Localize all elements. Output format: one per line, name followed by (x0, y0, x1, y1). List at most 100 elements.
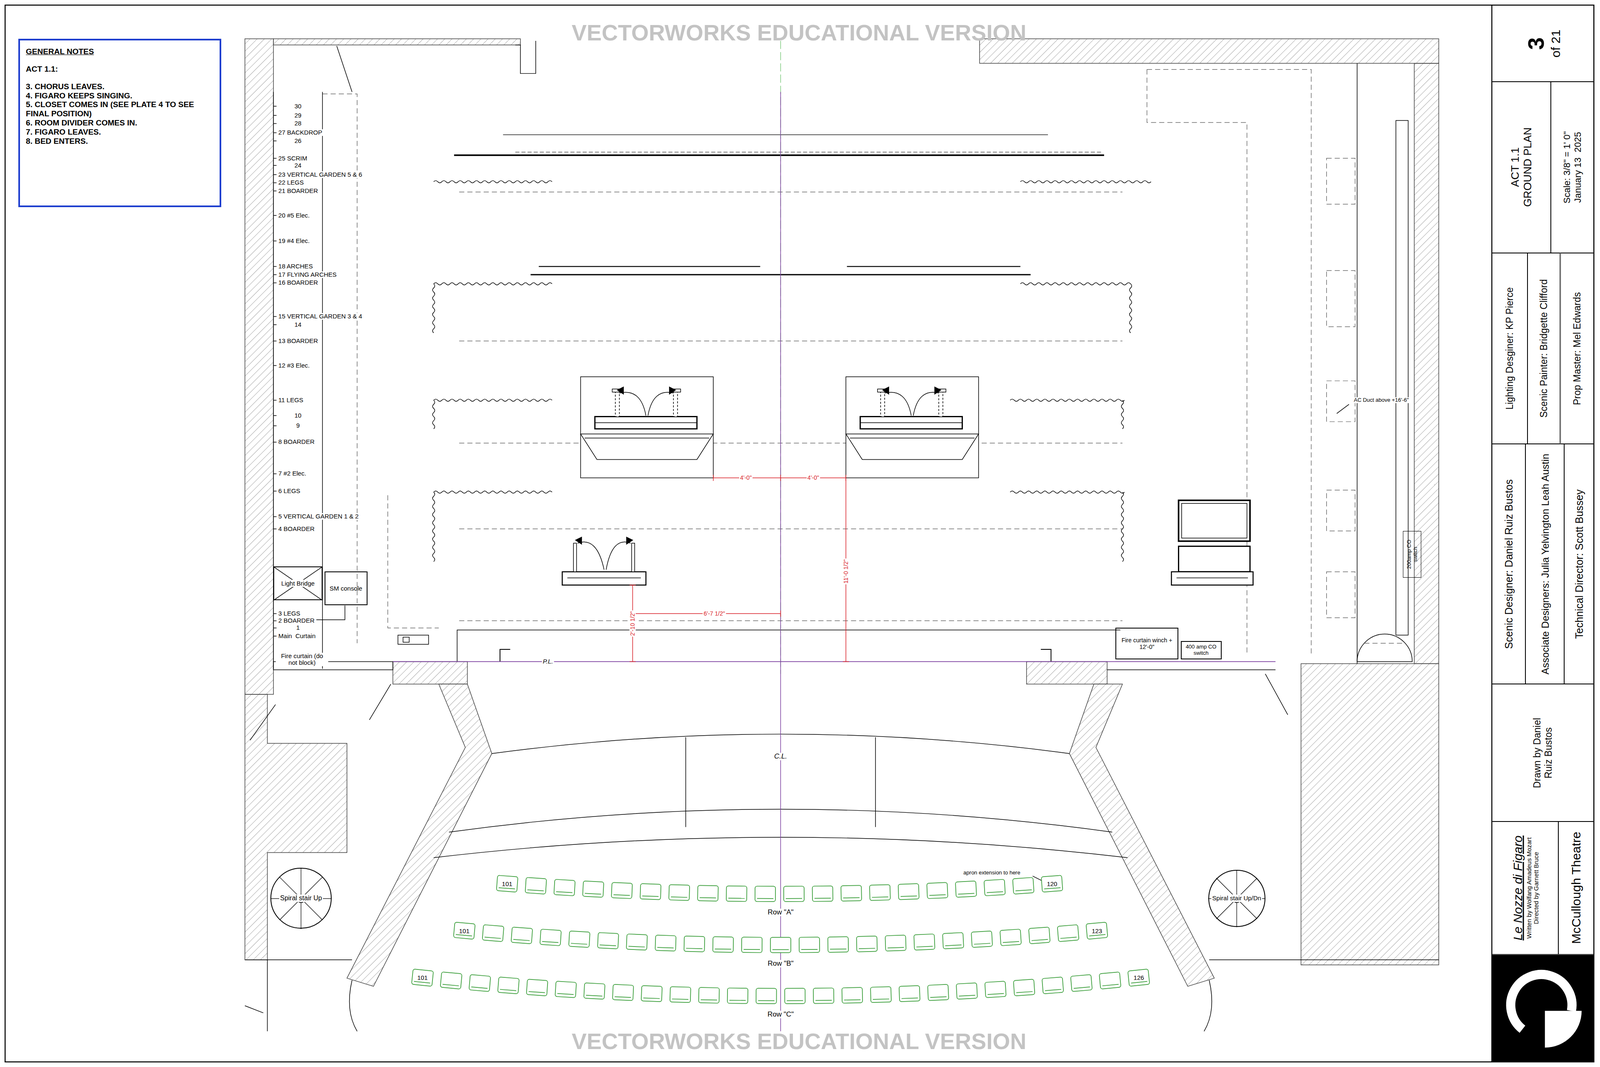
leg-curtain (432, 180, 1151, 562)
seating (1042, 976, 1064, 994)
lineset-label: 30 (293, 102, 303, 110)
seating (986, 891, 1003, 893)
wagon-unit (631, 542, 635, 572)
spiral-stair-treads (279, 876, 323, 920)
building-line (685, 737, 686, 828)
seating (556, 891, 573, 893)
seating (542, 941, 559, 943)
seating (697, 885, 719, 901)
row-label: Row "B" (766, 959, 795, 968)
dimension-line (712, 474, 714, 481)
sheet-number: of 21 (1548, 29, 1564, 58)
lineset-label: 6 LEGS (277, 487, 302, 495)
title-block-cell: ACT 1.1 GROUND PLAN (1491, 81, 1551, 253)
seating (956, 982, 978, 999)
title-block-cell: Scenic Painter: Bridgette Clifford (1527, 252, 1560, 444)
seating (712, 936, 734, 953)
seating (1089, 934, 1106, 936)
seating (783, 885, 805, 902)
lineset-tick (273, 316, 277, 317)
seating (971, 930, 993, 948)
seating (872, 998, 890, 1000)
seating (743, 948, 760, 950)
seating (657, 947, 674, 948)
seating (668, 884, 690, 900)
seating (1002, 941, 1020, 943)
seating (784, 987, 805, 1004)
apron-note: apron extension to here (962, 869, 1022, 876)
leg-curtain (1129, 283, 1132, 333)
seating (1000, 928, 1022, 946)
seating (511, 926, 533, 944)
seating (613, 894, 630, 896)
seating (585, 995, 603, 996)
seating (611, 882, 633, 899)
lineset-label: 16 BOARDER (277, 279, 319, 287)
seating (729, 999, 746, 1001)
seating (455, 934, 473, 936)
seating (756, 987, 777, 1004)
box-label: SM console (329, 584, 363, 592)
seating (930, 996, 947, 998)
center-line (780, 91, 781, 1031)
wagon-unit (1178, 546, 1250, 572)
seating (887, 947, 904, 948)
wagon-unit (562, 571, 646, 585)
seat-number: 123 (1090, 927, 1103, 935)
seating (1060, 936, 1077, 938)
soft-goods (847, 265, 1021, 267)
seating (614, 996, 631, 998)
wall (245, 38, 274, 695)
center-line (392, 661, 1276, 663)
seat-number: 101 (458, 927, 471, 935)
seating (815, 999, 832, 1001)
show-title: Written by Wolfang Amadeus Mozart (1525, 837, 1533, 939)
closet-unit (584, 437, 710, 438)
seating (1070, 974, 1093, 992)
seating (670, 986, 691, 1003)
leg-curtain (1010, 399, 1125, 402)
building-line (245, 40, 1439, 1031)
title-block-cell: Le Nozze di FigaroWritten by Wolfang Ama… (1491, 821, 1558, 954)
seating (597, 932, 619, 949)
soft-goods (502, 134, 1048, 135)
rotated-text-frame: 200amp CO switch (1403, 531, 1421, 578)
seating (698, 987, 720, 1003)
seating (1042, 976, 1064, 994)
dashed-outline (1326, 571, 1356, 618)
credit-text: Drawn by Daniel Ruiz Bustos (1531, 704, 1554, 801)
note-text: ACT 1.1: (25, 64, 214, 74)
seating (700, 999, 718, 1001)
seating (727, 987, 748, 1003)
wagon-unit (567, 577, 641, 578)
lineset-tick (273, 441, 277, 443)
seating (1028, 926, 1051, 944)
title-block-cell: McCullough Theatre (1558, 821, 1595, 954)
seating (813, 987, 834, 1003)
closet-unit (595, 416, 698, 429)
lineset-tick (273, 174, 277, 175)
seating (1099, 971, 1121, 989)
rotated-text-frame: Lighting Desginer: KP Pierce (1492, 253, 1528, 444)
seating (956, 982, 978, 999)
wagon-unit (562, 500, 1253, 585)
box-label: 200amp CO switch (1405, 532, 1419, 577)
seating (901, 997, 918, 998)
seating (755, 885, 776, 902)
dimension: 2'-10 1/2" (629, 610, 636, 637)
seating (1013, 978, 1035, 996)
lineset-tick (273, 182, 277, 183)
seating (442, 984, 459, 986)
credit-text: Associate Designers: Julia Yelvington Le… (1539, 453, 1551, 675)
credit-text: Scenic Painter: Bridgette Clifford (1538, 279, 1550, 418)
dashed-outline (459, 191, 1123, 193)
dashed-outline (459, 528, 1123, 529)
fire-curtain-note: Fire curtain (do not block) (275, 652, 329, 666)
dimension: 4'-0" (739, 474, 753, 481)
lineset-tick (273, 282, 277, 283)
leg-curtain (432, 400, 435, 429)
building-line (1209, 959, 1439, 960)
seating (496, 875, 518, 892)
closet-unit (580, 376, 713, 478)
lineset-label: 21 BOARDER (277, 187, 319, 195)
